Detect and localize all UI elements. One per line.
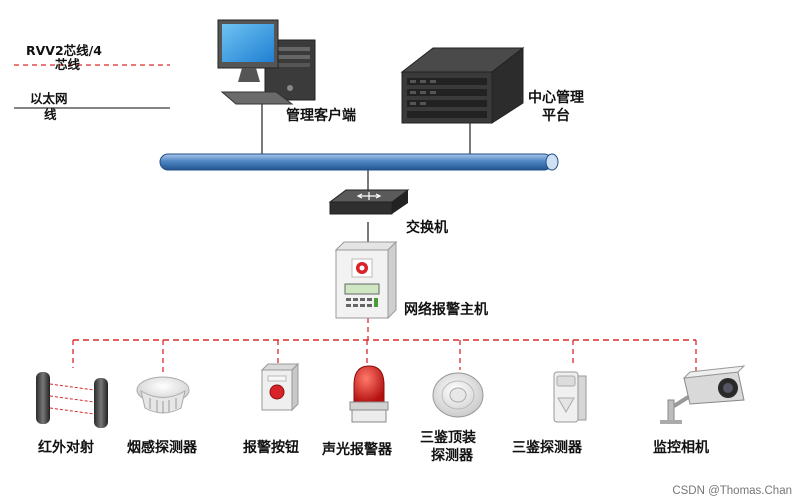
alarm-panel-icon <box>334 240 398 320</box>
device-label-infrared: 红外对射 <box>38 440 94 456</box>
ceiling-detector-icon <box>432 372 484 418</box>
motion-detector-icon <box>553 371 587 423</box>
server-icon <box>400 46 525 124</box>
legend-solid-label-cont: 线 <box>44 107 57 122</box>
cctv-camera-icon <box>660 365 746 424</box>
legend-solid-label: 以太网 <box>30 91 68 106</box>
legend-dashed-label: RVV2芯线/4 <box>26 43 102 58</box>
infrared-beam-icon <box>36 372 108 428</box>
device-label-smoke: 烟感探测器 <box>127 440 197 456</box>
device-label-ceiling: 三鉴顶装 <box>420 430 476 446</box>
device-drops <box>72 340 697 372</box>
ethernet-bus <box>159 153 559 171</box>
watermark: CSDN @Thomas.Chan <box>672 485 792 497</box>
legend-dashed-label-cont: 芯线 <box>55 57 81 72</box>
device-label-ceiling-cont: 探测器 <box>431 448 473 464</box>
platform-label: 中心管理 <box>528 90 584 106</box>
client-label: 管理客户端 <box>286 108 356 124</box>
platform-label-cont: 平台 <box>542 108 570 124</box>
switch-label: 交换机 <box>406 220 448 236</box>
smoke-detector-icon <box>136 376 190 414</box>
device-label-button: 报警按钮 <box>243 440 299 456</box>
device-label-siren: 声光报警器 <box>322 442 392 458</box>
device-label-camera: 监控相机 <box>653 440 709 456</box>
panic-button-icon <box>260 362 300 412</box>
strobe-siren-icon <box>349 365 389 423</box>
network-switch-icon <box>328 189 410 215</box>
device-label-tritech: 三鉴探测器 <box>512 440 582 456</box>
alarm-host-label: 网络报警主机 <box>404 302 488 318</box>
desktop-computer-icon <box>217 19 316 105</box>
